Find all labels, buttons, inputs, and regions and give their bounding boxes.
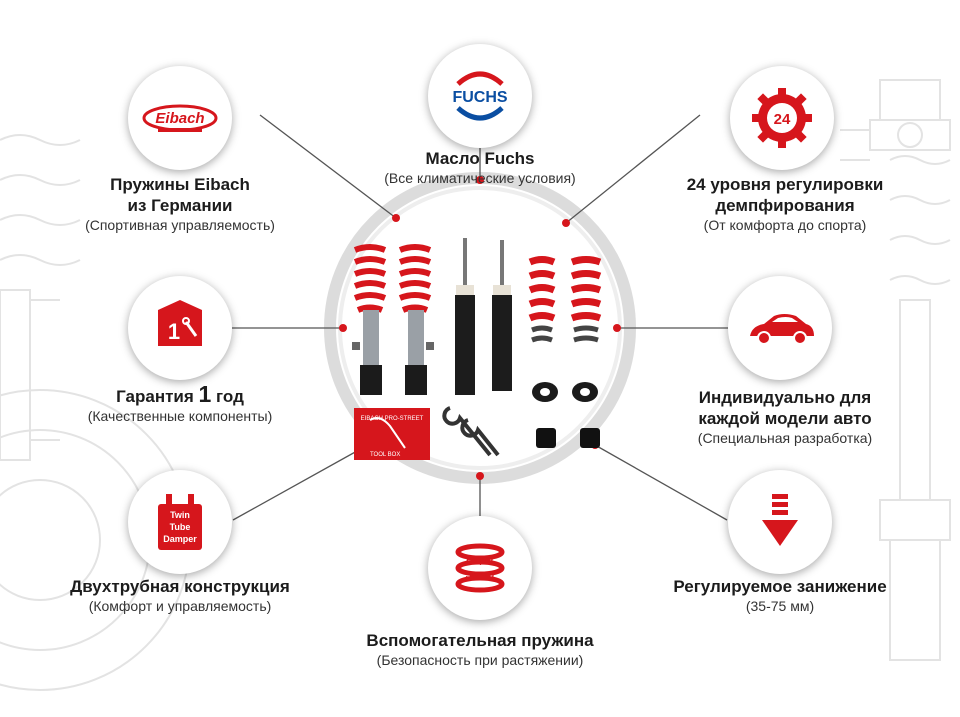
- front-strut-right: [398, 244, 434, 395]
- warranty-title-prefix: Гарантия: [116, 387, 199, 406]
- tool-box: EIBACH PRO-STREET TOOL BOX: [354, 408, 430, 460]
- feature-twin-title: Двухтрубная конструкция: [70, 577, 290, 596]
- svg-text:FUCHS: FUCHS: [452, 89, 507, 106]
- svg-text:1: 1: [168, 319, 180, 344]
- car-icon: [750, 314, 814, 345]
- feature-fuchs: Масло Fuchs (Все климатические условия): [340, 148, 620, 187]
- feature-fuchs-subtitle: (Все климатические условия): [384, 170, 576, 186]
- feature-twin: Двухтрубная конструкция (Комфорт и управ…: [30, 576, 330, 615]
- svg-text:Spring: Spring: [466, 570, 495, 580]
- feature-model-subtitle: (Специальная разработка): [697, 430, 873, 446]
- warranty-wrench-icon: 1: [158, 300, 202, 346]
- feature-warranty-title: Гарантия 1 год: [40, 381, 320, 407]
- helper-spring-badge: Helper Spring: [428, 516, 532, 620]
- down-arrow-icon: [762, 494, 798, 546]
- fuchs-badge: FUCHS: [428, 44, 532, 148]
- feature-lowering-subtitle: (35-75 мм): [745, 598, 815, 614]
- feature-fuchs-title: Масло Fuchs: [425, 149, 535, 168]
- feature-lowering-title: Регулируемое занижение: [673, 577, 887, 596]
- feature-damping-title-1: 24 уровня регулировки: [686, 175, 884, 194]
- warranty-title-number: 1: [198, 381, 212, 407]
- feature-helper: Вспомогательная пружина (Безопасность пр…: [320, 630, 640, 669]
- feature-damping: 24 уровня регулировки демпфирования (От …: [640, 174, 930, 234]
- feature-warranty: Гарантия 1 год (Качественные компоненты): [40, 381, 320, 425]
- spring-seats: [532, 382, 598, 402]
- feature-damping-subtitle: (От комфорта до спорта): [703, 217, 867, 233]
- lowering-badge: [728, 470, 832, 574]
- feature-twin-subtitle: (Комфорт и управляемость): [88, 598, 272, 614]
- feature-eibach: Пружины Eibach из Германии (Спортивная у…: [40, 174, 320, 234]
- coilover-kit-illustration: EIBACH PRO-STREET TOOL BOX: [352, 238, 602, 460]
- svg-text:TOOL BOX: TOOL BOX: [370, 452, 400, 458]
- svg-text:Damper: Damper: [163, 534, 197, 544]
- rear-dampers: [455, 238, 512, 395]
- adjuster-knob-icon: 24: [752, 88, 812, 148]
- blueprint-right: [840, 79, 951, 661]
- feature-model: Индивидуально для каждой модели авто (Сп…: [640, 387, 930, 447]
- warranty-title-suffix: год: [211, 387, 244, 406]
- feature-model-title-2: каждой модели авто: [698, 409, 872, 428]
- damping-badge: 24: [730, 66, 834, 170]
- twin-tube-badge: Twin Tube Damper: [128, 470, 232, 574]
- rear-springs: [528, 256, 602, 343]
- fuchs-logo-icon: FUCHS: [452, 71, 508, 121]
- feature-eibach-title-1: Пружины Eibach: [110, 175, 250, 194]
- helper-spring-icon: Helper Spring: [455, 543, 505, 593]
- eibach-badge: Eibach: [128, 66, 232, 170]
- model-badge: [728, 276, 832, 380]
- feature-eibach-subtitle: (Спортивная управляемость): [85, 217, 275, 233]
- front-strut-left: [352, 244, 387, 395]
- feature-helper-title: Вспомогательная пружина: [366, 631, 594, 650]
- height-adjusters: [536, 428, 600, 448]
- eibach-logo-icon: Eibach: [142, 104, 218, 132]
- svg-text:Tube: Tube: [170, 522, 191, 532]
- svg-text:Twin: Twin: [170, 510, 190, 520]
- twin-tube-damper-icon: Twin Tube Damper: [158, 494, 202, 550]
- warranty-badge: 1: [128, 276, 232, 380]
- spanner-wrenches: [442, 406, 500, 457]
- feature-helper-subtitle: (Безопасность при растяжении): [376, 652, 584, 668]
- feature-damping-title-2: демпфирования: [715, 196, 855, 215]
- feature-warranty-subtitle: (Качественные компоненты): [87, 408, 273, 424]
- svg-text:Helper: Helper: [466, 555, 495, 565]
- svg-text:24: 24: [774, 111, 791, 128]
- svg-text:EIBACH PRO-STREET: EIBACH PRO-STREET: [361, 416, 424, 422]
- feature-model-title-1: Индивидуально для: [698, 388, 872, 407]
- feature-lowering: Регулируемое занижение (35-75 мм): [630, 576, 930, 615]
- feature-eibach-title-2: из Германии: [127, 196, 233, 215]
- svg-text:Eibach: Eibach: [155, 110, 204, 127]
